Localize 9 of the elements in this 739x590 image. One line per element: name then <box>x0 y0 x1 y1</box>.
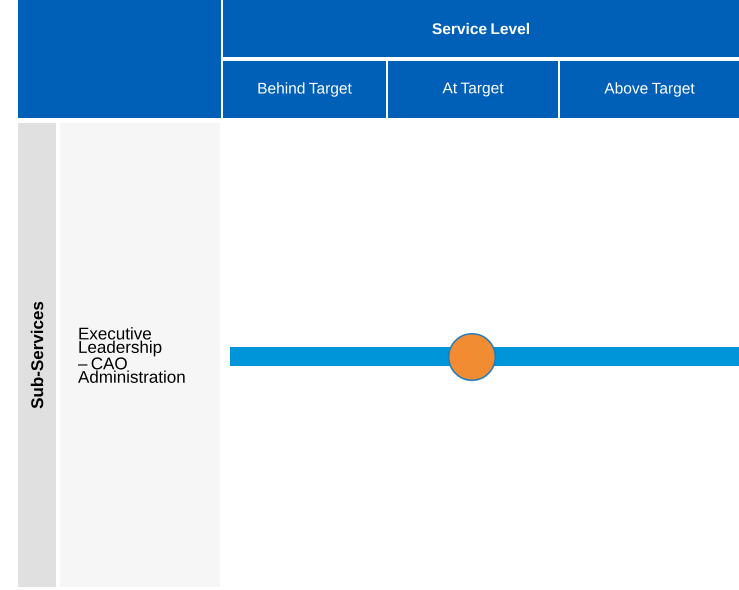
level-marker <box>448 333 496 381</box>
header-cell: At Target <box>388 61 558 118</box>
header-cell <box>18 0 221 118</box>
row-label-cell: Executive Leadership – CAO Administration <box>60 123 220 587</box>
header-cell: Above Target <box>560 61 739 118</box>
row-header-band: Sub-Services <box>18 123 56 587</box>
header-cell: Behind Target <box>223 61 386 118</box>
level-bar <box>230 347 739 366</box>
header-cell: Service Level <box>223 0 739 57</box>
